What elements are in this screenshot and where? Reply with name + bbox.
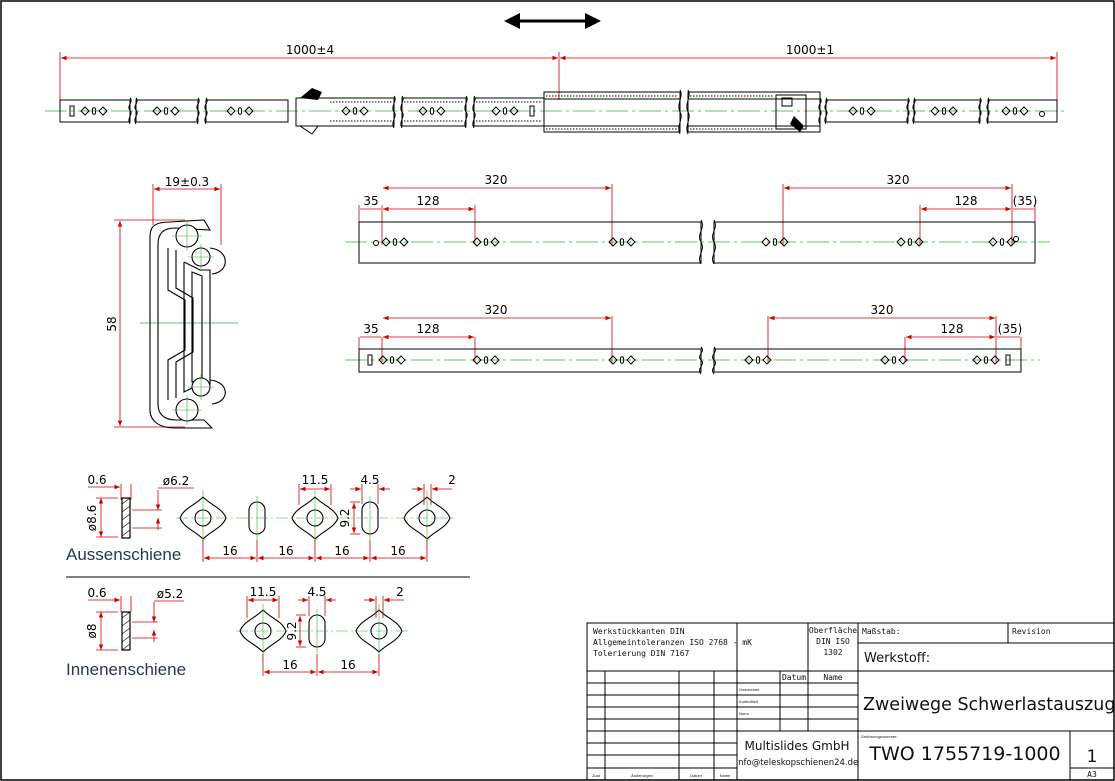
tb-footer-changes: Änderungen bbox=[631, 773, 653, 778]
rail-view-1: 320 320 35 128 128 (35) bbox=[345, 173, 1050, 265]
top-view: 1000±4 1000±1 bbox=[45, 13, 1068, 135]
tb-name-label: Name bbox=[823, 673, 842, 682]
tb-note-2: Allgemeintoleranzen ISO 2768 - mK bbox=[593, 638, 752, 647]
inner-dia-counter: ø8 bbox=[85, 624, 99, 639]
tb-surface-3: 1302 bbox=[823, 648, 842, 657]
tb-company: Multislides GmbH bbox=[745, 739, 850, 753]
tb-footer-name: Name bbox=[720, 773, 731, 778]
r1-d320-right: 320 bbox=[887, 173, 910, 187]
double-arrow-icon bbox=[504, 13, 601, 29]
inner-rail-label: Innenenschiene bbox=[66, 660, 186, 679]
dim-right-label: 1000±1 bbox=[786, 43, 834, 57]
tb-note-3: Tolerierung DIN 7167 bbox=[593, 649, 690, 658]
r1-d128-right: 128 bbox=[955, 194, 978, 208]
inner-edge: 2 bbox=[396, 585, 404, 599]
inner-slot-length: 4.5 bbox=[307, 585, 326, 599]
outer-slot-length: 4.5 bbox=[360, 473, 379, 487]
outer-pitch-2: 16 bbox=[278, 544, 293, 558]
rail-view-2: 320 320 35 128 128 (35) bbox=[345, 303, 1040, 375]
tb-surface-1: Oberfläche bbox=[809, 626, 857, 635]
inner-slot-height: 9.2 bbox=[285, 621, 299, 640]
inner-thickness: 0.6 bbox=[87, 586, 106, 600]
outer-edge: 2 bbox=[448, 473, 456, 487]
r1-d35: 35 bbox=[363, 194, 378, 208]
tb-drawing-no-label: Zeichnungsnummer: bbox=[861, 734, 897, 739]
tb-revision-label: Revision bbox=[1012, 627, 1051, 636]
outer-thickness: 0.6 bbox=[87, 473, 106, 487]
tb-row-checked: Kontrolliert bbox=[739, 699, 759, 704]
r2-d128-left: 128 bbox=[417, 322, 440, 336]
outer-slot-width: 11.5 bbox=[302, 473, 329, 487]
r2-d35: 35 bbox=[363, 322, 378, 336]
tb-drawing-no: TWO 1755719-1000 bbox=[868, 743, 1060, 765]
inner-pitch-1: 16 bbox=[282, 658, 297, 672]
height-dim-label: 58 bbox=[105, 316, 119, 331]
outer-dia-counter: ø8.6 bbox=[85, 505, 99, 531]
r2-d320-left: 320 bbox=[485, 303, 508, 317]
inner-pitch-2: 16 bbox=[340, 658, 355, 672]
side-view: 19±0.3 58 bbox=[105, 175, 238, 429]
tb-footer-date: Datum bbox=[690, 773, 702, 778]
outer-slot-height: 9.2 bbox=[338, 508, 352, 527]
outer-rail-label: Aussenschiene bbox=[66, 545, 181, 564]
width-dim-label: 19±0.3 bbox=[165, 175, 209, 189]
title-block: Werkstückkanten DIN Allgemeintoleranzen … bbox=[586, 622, 1115, 781]
tb-title: Zweiwege Schwerlastauszug bbox=[863, 695, 1115, 715]
tb-note-1: Werkstückkanten DIN bbox=[593, 627, 685, 636]
tb-footer-status: Zust bbox=[592, 773, 601, 778]
tb-surface-2: DIN ISO bbox=[816, 637, 850, 646]
tb-format: A3 bbox=[1087, 770, 1097, 779]
r1-d35-right: (35) bbox=[1013, 194, 1038, 208]
tb-date-label: Datum bbox=[782, 673, 806, 682]
detail-inner-rail: 0.6 ø5.2 ø8 11.5 4 bbox=[66, 585, 408, 679]
tb-email: info@teleskopschienen24.de bbox=[736, 758, 858, 768]
inner-slot-width: 11.5 bbox=[250, 585, 277, 599]
tb-sheet-no: 1 bbox=[1087, 747, 1098, 767]
tb-row-drawn: Gezeichnet bbox=[739, 687, 760, 692]
outer-dia-hole: ø6.2 bbox=[163, 474, 189, 488]
r1-d128-left: 128 bbox=[417, 194, 440, 208]
tb-material: Werkstoff: bbox=[864, 651, 930, 666]
tb-scale-label: Maßstab: bbox=[862, 627, 901, 636]
detail-outer-rail: 0.6 ø6.2 ø8.6 bbox=[66, 473, 456, 564]
outer-pitch-1: 16 bbox=[222, 544, 237, 558]
r2-d128-right: 128 bbox=[941, 322, 964, 336]
inner-dia-hole: ø5.2 bbox=[157, 587, 183, 601]
r2-d35-right: (35) bbox=[998, 322, 1023, 336]
dim-left-label: 1000±4 bbox=[286, 43, 334, 57]
tb-row-norm: Norm bbox=[739, 711, 749, 716]
outer-pitch-3: 16 bbox=[334, 544, 349, 558]
r2-d320-right: 320 bbox=[871, 303, 894, 317]
outer-pitch-4: 16 bbox=[390, 544, 405, 558]
r1-d320-left: 320 bbox=[485, 173, 508, 187]
